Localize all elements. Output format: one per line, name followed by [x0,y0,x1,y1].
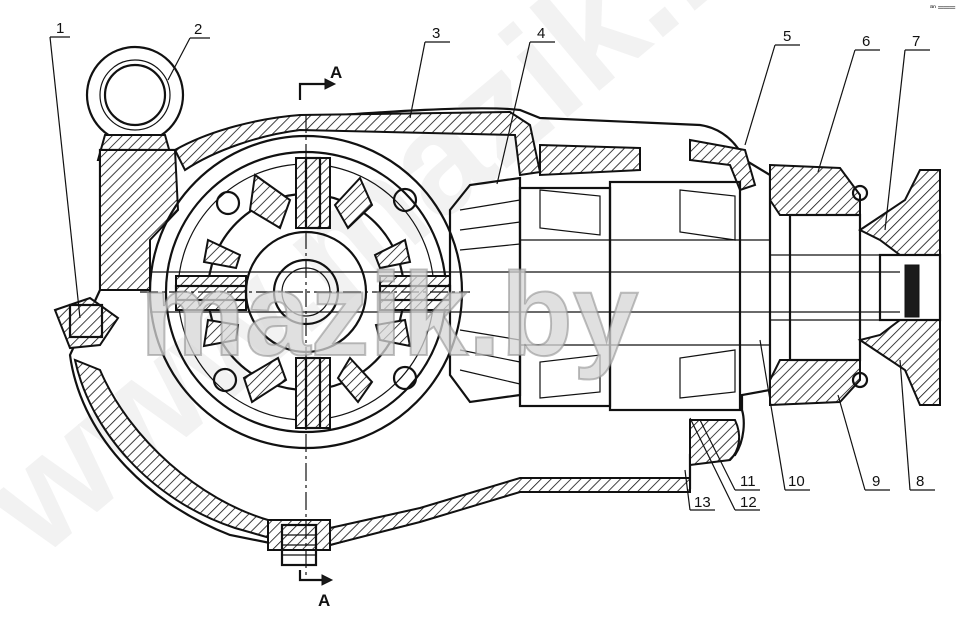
drain-plug [267,519,331,567]
section-label-top: A [330,63,342,82]
callout-leaders [49,36,935,511]
section-mark-top: A [298,63,342,100]
callout-numbers: 1 2 3 4 5 6 7 8 9 10 11 12 13 [56,20,924,511]
callout-13: 13 [694,494,711,511]
corner-mark: ᵃⁿ ═══ [930,3,955,12]
callout-9: 9 [872,473,880,490]
callout-6: 6 [862,33,870,50]
section-label-bottom: A [318,591,330,610]
section-mark-bottom: A [298,570,334,610]
callout-8: 8 [916,473,924,490]
breather-plug [53,296,120,350]
callout-2: 2 [194,21,202,38]
axle-housing [68,107,772,550]
differential-assembly [140,115,470,580]
callout-1: 1 [56,20,64,37]
callout-5: 5 [783,28,791,45]
lifting-eye [85,45,185,161]
callout-4: 4 [537,25,545,42]
callout-12: 12 [740,494,757,511]
drive-pinion-assembly [150,176,900,412]
callout-7: 7 [912,33,920,50]
callout-10: 10 [788,473,805,490]
output-flange [769,163,942,407]
callout-3: 3 [432,25,440,42]
watermark-main: mazik.by [140,249,638,381]
callout-11: 11 [740,473,756,490]
